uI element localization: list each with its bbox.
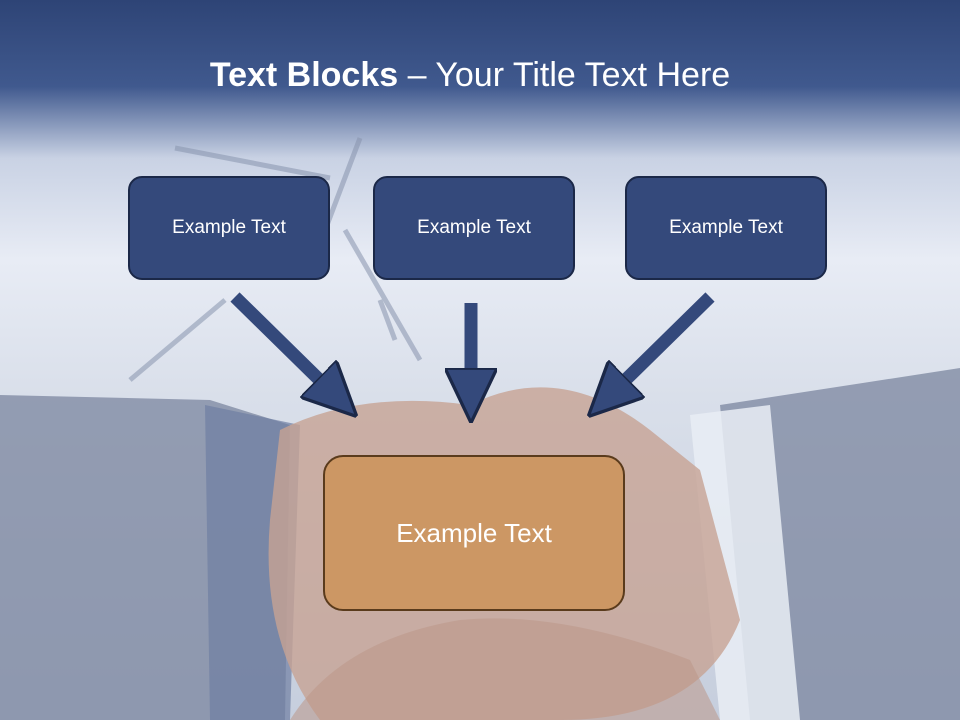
text-block-target[interactable]: Example Text (323, 455, 625, 611)
text-block-3[interactable]: Example Text (625, 176, 827, 280)
title-bold-text: Text Blocks (209, 56, 399, 94)
text-block-2[interactable]: Example Text (373, 176, 575, 280)
slide-title: Text Blocks – Your Title Text Here (0, 56, 940, 95)
text-block-3-label: Example Text (669, 217, 783, 238)
title-dash: – (398, 56, 436, 94)
text-block-2-label: Example Text (417, 217, 531, 238)
arrow-left-icon (230, 292, 342, 402)
title-rest-text: Your Title Text Here (435, 56, 731, 94)
text-block-1-label: Example Text (172, 217, 286, 238)
text-block-1[interactable]: Example Text (128, 176, 330, 280)
text-block-target-label: Example Text (396, 517, 552, 548)
arrow-right-icon (603, 292, 715, 402)
